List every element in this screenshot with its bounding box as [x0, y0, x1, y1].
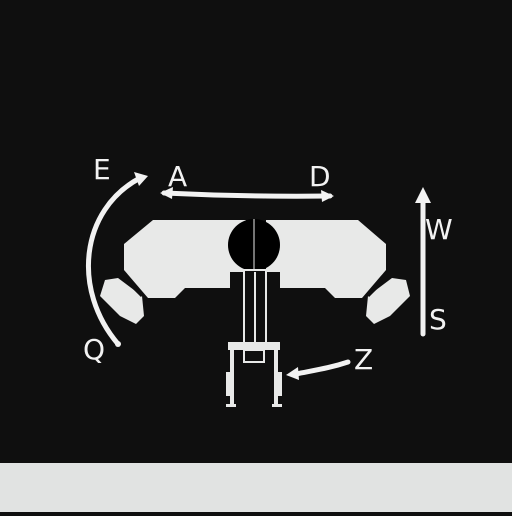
drone-gripper [226, 342, 282, 407]
pitch-up-key-label: E [93, 153, 111, 186]
grab-arrow [286, 359, 351, 380]
ground [0, 463, 512, 512]
pitch-arrow [86, 172, 148, 347]
drone-left-wing [124, 220, 246, 298]
drone-shaft [243, 269, 267, 345]
yaw-left-key-label: A [168, 160, 188, 193]
throttle-arrow [415, 187, 431, 337]
yaw-right-key-label: D [309, 160, 331, 193]
drone-right-wing [266, 220, 386, 298]
drone [100, 219, 410, 407]
throttle-up-key-label: W [425, 213, 453, 246]
grab-key-label: Z [354, 343, 374, 376]
pitch-down-key-label: Q [83, 333, 106, 366]
yaw-arrow [160, 187, 334, 202]
throttle-down-key-label: S [429, 303, 447, 336]
left-propeller [100, 278, 144, 324]
right-propeller [366, 278, 410, 324]
